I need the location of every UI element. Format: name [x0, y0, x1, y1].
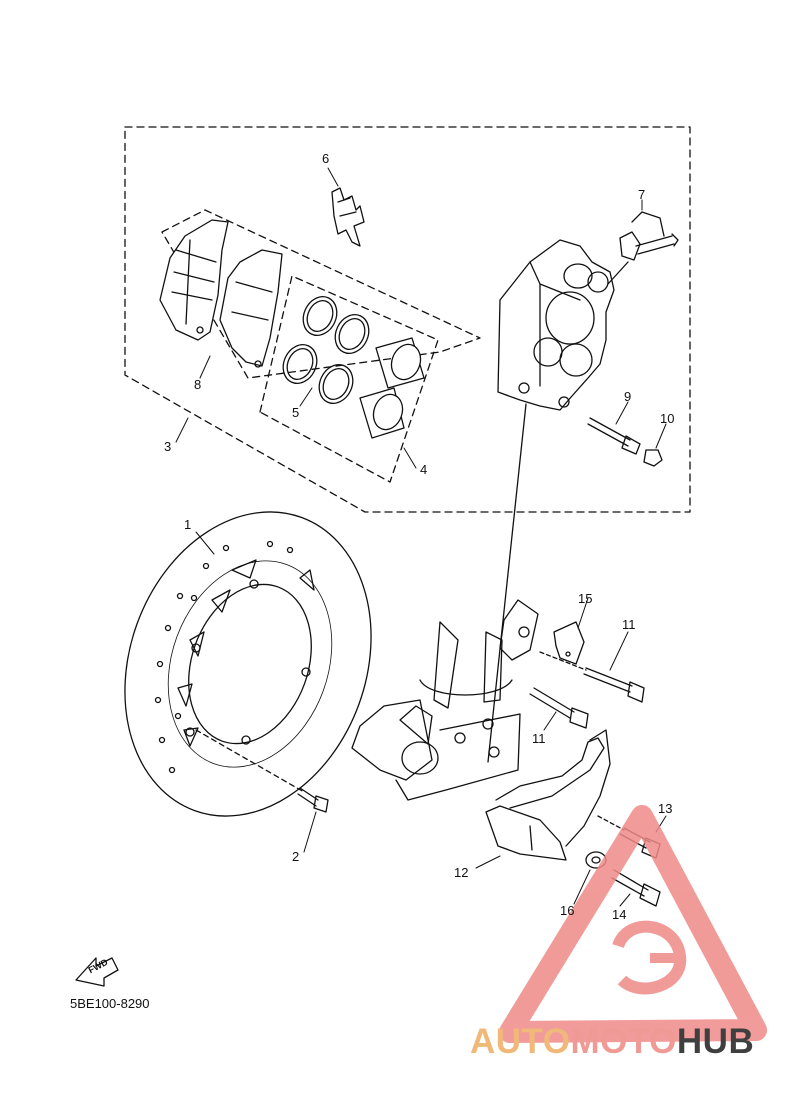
- callout-11-upper: 11: [622, 617, 636, 632]
- watermark-part-hub: HUB: [676, 1022, 755, 1061]
- pad-kit-boundary: [161, 209, 481, 379]
- caliper-kit-boundary: [124, 126, 691, 513]
- callout-12: 12: [454, 865, 469, 880]
- callout-10: 10: [660, 411, 675, 426]
- callout-8: 8: [194, 377, 202, 392]
- bracket-bolt-upper: [539, 651, 645, 703]
- caliper-guide-line: [487, 403, 527, 763]
- brake-disc: [124, 511, 372, 817]
- callout-15: 15: [578, 591, 593, 606]
- brake-pad-front: [159, 219, 229, 341]
- callout-11-lower: 11: [532, 731, 546, 746]
- caliper-bolt: [587, 417, 641, 455]
- bleed-screw: [607, 211, 679, 285]
- leader-lines: [175, 167, 667, 907]
- callout-16: 16: [560, 903, 575, 918]
- callout-13: 13: [658, 801, 673, 816]
- pad-spring-clip: [331, 187, 365, 247]
- callout-5: 5: [292, 405, 300, 420]
- callout-7: 7: [638, 187, 646, 202]
- brake-pad-rear: [219, 249, 283, 368]
- front-fork-leg: [351, 599, 539, 801]
- piston-seal-ring-3: [282, 344, 318, 384]
- watermark-part-auto: AUTO: [470, 1022, 571, 1061]
- caliper-nut: [643, 449, 663, 467]
- piston-seal-ring-1: [302, 296, 338, 336]
- callout-3: 3: [164, 439, 172, 454]
- callout-6: 6: [322, 151, 330, 166]
- callout-9: 9: [624, 389, 632, 404]
- piston-seal-ring-2: [334, 314, 370, 354]
- fwd-arrow-icon: [75, 957, 119, 987]
- piston-lower: [359, 387, 405, 439]
- piston-kit-boundary: [259, 275, 439, 483]
- piston-upper: [375, 337, 425, 389]
- watermark-triangle-logo: [499, 805, 767, 1043]
- watermark-text: AUTOMOTOHUB: [470, 1022, 754, 1062]
- callout-4: 4: [420, 462, 428, 477]
- callout-14: 14: [612, 907, 627, 922]
- disc-bolt: [297, 787, 329, 813]
- caliper-body: [497, 239, 615, 411]
- diagram-code: 5BE100-8290: [70, 996, 150, 1011]
- guard-bolt-lower: [611, 869, 661, 907]
- callout-1: 1: [184, 517, 192, 532]
- watermark-part-moto: MOTO: [570, 1022, 677, 1061]
- hose-bracket: [553, 621, 585, 665]
- bracket-bolt-lower: [529, 687, 589, 729]
- callout-2: 2: [292, 849, 300, 864]
- piston-seal-ring-4: [318, 364, 354, 404]
- disc-guard: [485, 729, 611, 861]
